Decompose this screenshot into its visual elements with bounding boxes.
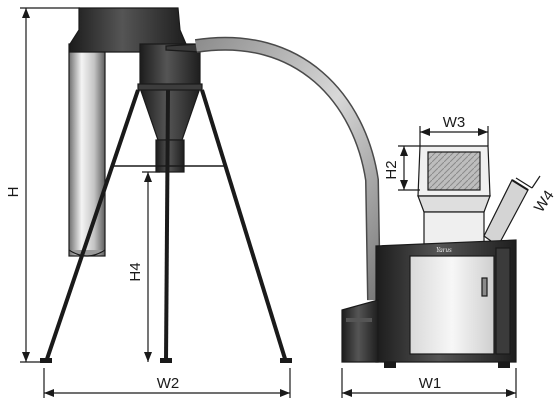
tripod-legs (40, 89, 292, 363)
cabinet-door (409, 255, 495, 355)
label-hopper-height: H2 (383, 160, 400, 179)
transfer-hose (194, 36, 381, 301)
label-hopper-width: W3 (443, 114, 466, 131)
brand-plate: Yarus (436, 246, 452, 254)
filter-tube (68, 43, 106, 257)
door-handle (481, 277, 488, 297)
label-overall-height: H (5, 187, 22, 198)
foot-left (384, 362, 396, 368)
dimension-lines (20, 7, 541, 398)
transfer-hose-highlight (195, 38, 380, 301)
motor-slot (346, 318, 372, 322)
label-chute-width: W4 (531, 187, 558, 215)
hopper-column (423, 211, 485, 245)
hopper-neck (417, 195, 491, 213)
motor-box (341, 299, 379, 363)
side-chute (483, 179, 529, 247)
cyclone-band (137, 83, 203, 91)
cyclone-unit (40, 7, 292, 363)
cyclone-cone (139, 87, 201, 141)
cyclone-inlet (165, 43, 201, 53)
granulator-unit: Yarus (341, 145, 529, 368)
hopper-grill (427, 151, 481, 191)
label-cyclone-height: H4 (127, 262, 144, 281)
filter-tube-bottom (68, 249, 106, 257)
label-stand-width: W2 (157, 375, 180, 392)
side-vent-panel (495, 247, 511, 355)
foot-right (498, 362, 510, 368)
cyclone-outlet (155, 139, 185, 173)
label-granulator-width: W1 (419, 375, 442, 392)
